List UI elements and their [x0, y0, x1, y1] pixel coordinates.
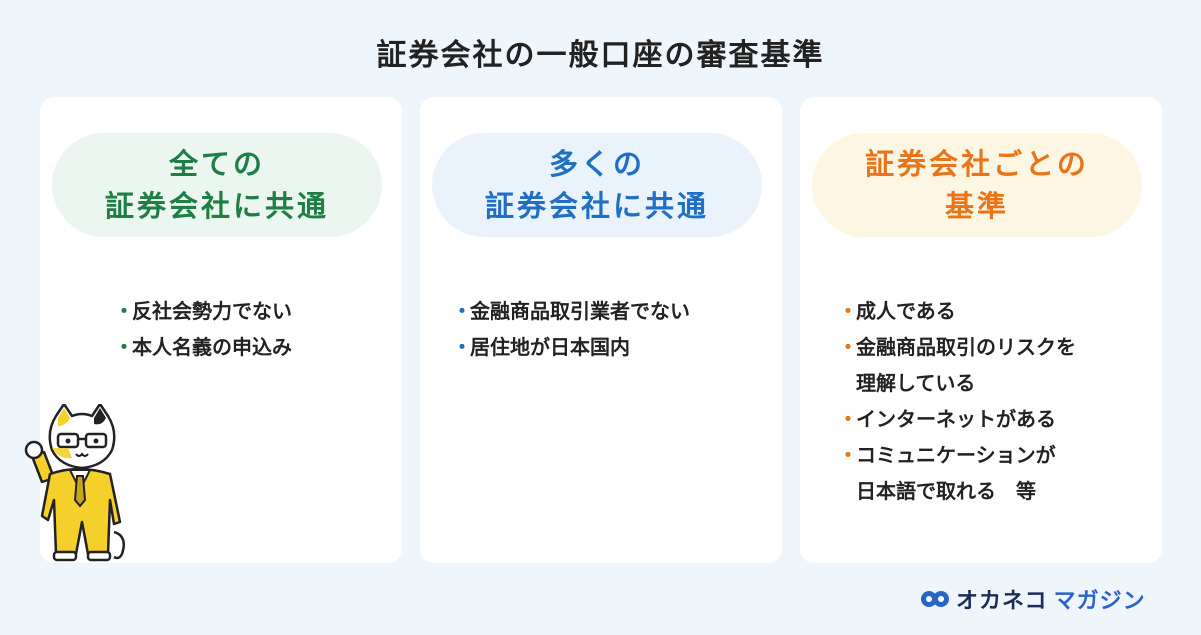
- bullet-icon: ・: [452, 335, 472, 359]
- list-item: ・本人名義の申込み: [112, 329, 292, 365]
- card-heading-line: 証券会社に共通: [104, 189, 329, 223]
- bullet-icon: ・: [838, 407, 858, 431]
- card-heading-line: 基準: [944, 189, 1009, 223]
- bullet-icon: ・: [838, 299, 858, 323]
- criteria-list: ・成人である ・金融商品取引のリスクを理解している ・インターネットがある ・コ…: [836, 293, 1076, 509]
- card-heading: 全ての 証券会社に共通: [52, 133, 382, 237]
- logo-sub-text: マガジン: [1053, 589, 1146, 614]
- bullet-icon: ・: [114, 335, 134, 359]
- list-item: ・成人である: [836, 293, 1076, 329]
- criteria-list: ・反社会勢力でない ・本人名義の申込み: [112, 293, 292, 365]
- card-many-companies: 多くの 証券会社に共通 ・金融商品取引業者でない ・居住地が日本国内: [420, 97, 782, 563]
- list-item: ・居住地が日本国内: [450, 329, 690, 365]
- list-item: ・反社会勢力でない: [112, 293, 292, 329]
- card-heading-line: 多くの: [548, 146, 645, 181]
- criteria-list: ・金融商品取引業者でない ・居住地が日本国内: [450, 293, 690, 365]
- card-heading: 多くの 証券会社に共通: [432, 133, 762, 237]
- page-title: 証券会社の一般口座の審査基準: [376, 38, 825, 73]
- bullet-icon: ・: [838, 335, 858, 359]
- list-item: ・金融商品取引のリスクを理解している: [836, 329, 1076, 401]
- bullet-icon: ・: [452, 299, 472, 323]
- bullet-icon: ・: [114, 299, 134, 323]
- list-item: ・金融商品取引業者でない: [450, 293, 690, 329]
- list-item: ・インターネットがある: [836, 401, 1076, 437]
- card-heading-line: 全ての: [168, 146, 265, 181]
- card-heading-line: 証券会社に共通: [484, 189, 709, 223]
- bullet-icon: ・: [838, 443, 858, 467]
- card-heading: 証券会社ごとの 基準: [812, 133, 1142, 237]
- card-per-company: 証券会社ごとの 基準 ・成人である ・金融商品取引のリスクを理解している ・イン…: [800, 97, 1162, 563]
- card-heading-line: 証券会社ごとの: [865, 146, 1089, 181]
- cat-in-suit-mascot-icon: [24, 404, 125, 562]
- logo-mark-icon: [921, 591, 949, 607]
- list-item: ・コミュニケーションが日本語で取れる 等: [836, 437, 1076, 509]
- logo-main-text: オカネコ: [956, 589, 1048, 614]
- brand-logo[interactable]: オカネコマガジン: [920, 584, 1146, 614]
